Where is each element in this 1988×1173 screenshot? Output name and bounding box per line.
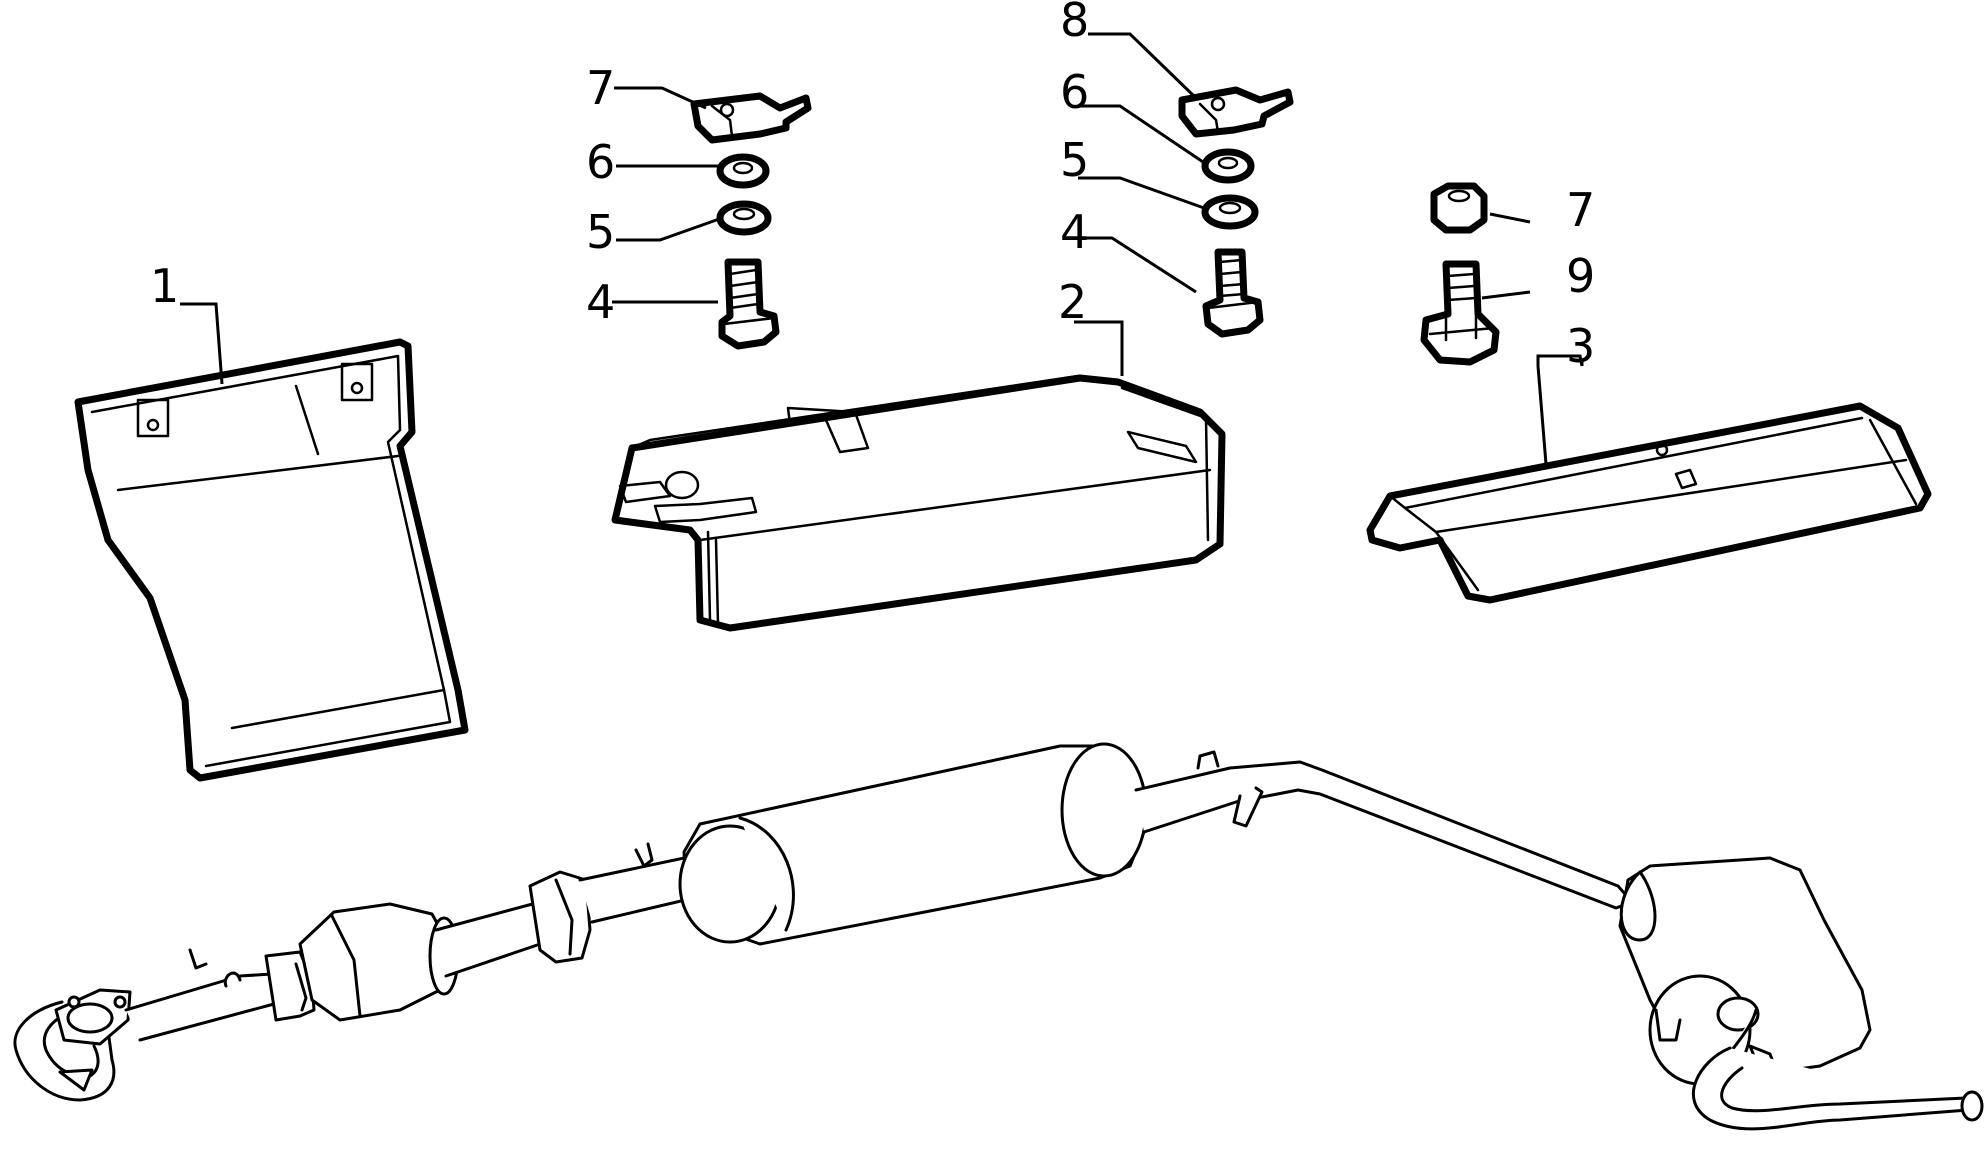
hardware-stack-c [1420,182,1500,366]
heat-shield-rear [1366,402,1932,604]
callout-3: 3 [1566,319,1595,373]
callout-6-right: 6 [1060,65,1089,119]
hardware-stack-a [690,92,812,350]
center-muffler [678,742,1148,946]
leader-lines [180,32,1584,465]
callout-5-right: 5 [1060,133,1089,187]
hardware-stack-b [1178,86,1294,338]
bolt-4b [1202,248,1264,338]
callout-7-left: 7 [586,61,615,115]
flange-front [264,950,316,1022]
callouts: 1 2 3 4 4 5 5 6 6 7 7 8 9 [150,0,1595,373]
clip-nut-7a [690,92,812,144]
flange-bolt-9 [1420,260,1500,366]
callout-4-left: 4 [586,275,615,329]
callout-2: 2 [1058,275,1087,329]
callout-5-left: 5 [586,205,615,259]
callout-9: 9 [1566,249,1595,303]
callout-8: 8 [1060,0,1089,47]
bolt-4a [718,258,780,350]
flange-mid [528,870,592,964]
spring-washer-6b [1201,148,1255,184]
tail-pipe-section [1134,750,1634,910]
clip-nut-8 [1178,86,1294,138]
callout-4-right: 4 [1060,205,1089,259]
tailpipe-outlet [1691,1046,1984,1131]
heat-shield-center [611,374,1226,632]
flat-washer-5a [716,200,772,236]
callout-7-right: 7 [1566,183,1595,237]
flat-washer-5b [1201,194,1259,230]
catalytic-converter [298,902,460,1022]
front-downpipe [13,948,276,1102]
rear-muffler [1618,856,1872,1086]
exhaust-system [13,742,1984,1131]
spring-washer-6a [716,153,770,189]
nut-7b [1430,182,1488,234]
heat-shield-front [74,338,469,782]
callout-1: 1 [150,259,179,313]
callout-6-left: 6 [586,135,615,189]
